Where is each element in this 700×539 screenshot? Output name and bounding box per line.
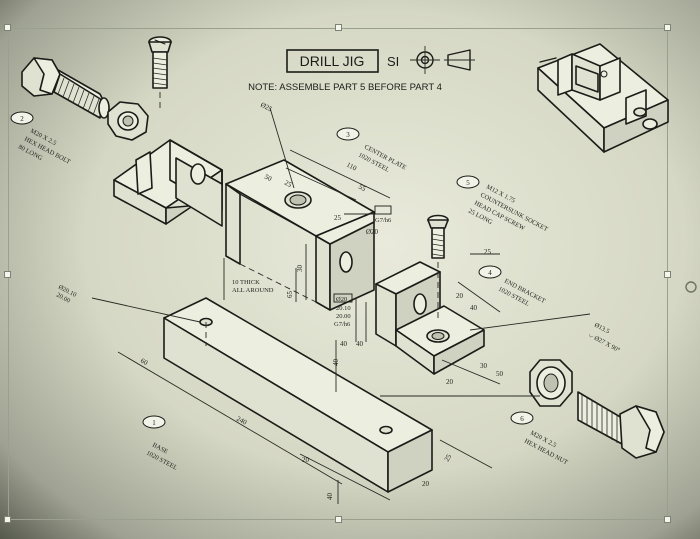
units-text: SI <box>387 54 399 69</box>
part-4-end-bracket <box>375 261 485 375</box>
svg-text:20.10: 20.10 <box>336 305 351 312</box>
part-6-hex-nut-right <box>529 359 573 407</box>
assembled-view <box>537 43 669 153</box>
balloon-part-5: 5 M12 X 1.75 COUNTERSUNK SOCKET HEAD CAP… <box>456 175 549 233</box>
balloon-part-6: 6 M20 X 2.5 HEX HEAD NUT <box>510 411 569 466</box>
svg-text:20: 20 <box>446 378 454 386</box>
svg-text:Ø20: Ø20 <box>336 296 347 303</box>
resize-handle-top-right[interactable] <box>664 24 671 31</box>
svg-text:50: 50 <box>496 370 504 378</box>
svg-text:Ø13.5: Ø13.5 <box>593 322 610 336</box>
svg-text:Ø25: Ø25 <box>259 101 274 114</box>
part-2-hex-bolt <box>21 57 110 119</box>
svg-text:65: 65 <box>286 291 294 299</box>
svg-text:40: 40 <box>326 493 334 501</box>
svg-text:6: 6 <box>520 415 524 423</box>
svg-text:1: 1 <box>152 419 156 427</box>
svg-text:4: 4 <box>488 269 492 277</box>
part-5-screw-right <box>427 214 449 318</box>
balloon-part-2: 2 M20 X 2.5 HEX HEAD BOLT 80 LONG <box>10 111 71 166</box>
resize-handle-bottom-left[interactable] <box>4 516 11 523</box>
svg-text:25: 25 <box>484 248 492 256</box>
hole-callout-note: Ø13.5 ⌵ Ø27 X 90° <box>587 322 621 355</box>
svg-text:240: 240 <box>235 415 248 427</box>
svg-text:Ø20: Ø20 <box>366 228 379 236</box>
svg-text:110: 110 <box>345 161 358 173</box>
svg-text:10 THICK: 10 THICK <box>232 279 260 286</box>
svg-text:3: 3 <box>346 131 350 139</box>
svg-text:40: 40 <box>470 304 478 312</box>
title-text: DRILL JIG <box>300 53 365 69</box>
svg-text:G7/h6: G7/h6 <box>334 321 351 328</box>
thickness-note: 10 THICK ALL AROUND <box>232 279 274 294</box>
center-plate-dimension-values: 110 55 50 25 25 65 30 40 40 <box>263 161 367 366</box>
part-5-screw-top <box>148 36 172 112</box>
svg-text:20: 20 <box>422 480 430 488</box>
part-2-hex-bolt-right <box>577 391 665 459</box>
rotate-handle-icon[interactable] <box>684 280 698 294</box>
svg-text:5: 5 <box>466 179 470 187</box>
part-3-center-plate <box>225 159 375 311</box>
dimension-lines <box>91 107 591 504</box>
svg-text:25: 25 <box>283 179 293 190</box>
svg-text:25: 25 <box>443 453 454 463</box>
svg-text:30: 30 <box>296 265 304 273</box>
resize-handle-bottom-right[interactable] <box>664 516 671 523</box>
svg-text:40: 40 <box>356 340 364 348</box>
resize-handle-middle-left[interactable] <box>4 271 11 278</box>
svg-text:2: 2 <box>20 115 24 123</box>
end-bracket-dimension-values: 25 20 40 30 50 20 40 <box>356 248 504 386</box>
tolerance-center-note: Ø20 20.10 20.00 <box>333 293 353 320</box>
svg-text:30: 30 <box>480 362 488 370</box>
resize-handle-top-center[interactable] <box>335 24 342 31</box>
assembly-note: NOTE: ASSEMBLE PART 5 BEFORE PART 4 <box>248 82 442 93</box>
svg-text:40: 40 <box>340 340 348 348</box>
svg-text:20: 20 <box>302 456 310 464</box>
balloon-part-4: 4 END BRACKET 1020 STEEL <box>478 265 546 308</box>
svg-text:55: 55 <box>357 183 367 194</box>
resize-handle-top-left[interactable] <box>4 24 11 31</box>
fit-bracket-note: G7/h6 <box>334 321 351 328</box>
svg-text:G7/h6: G7/h6 <box>375 217 392 224</box>
left-bracket-block <box>113 139 223 227</box>
part-6-hex-nut-left <box>107 101 149 141</box>
balloon-part-1: 1 BASE 1020 STEEL <box>142 415 179 472</box>
resize-handle-bottom-center[interactable] <box>335 516 342 523</box>
svg-text:ALL AROUND: ALL AROUND <box>232 287 274 294</box>
svg-text:40: 40 <box>332 359 340 367</box>
title-box <box>286 49 379 73</box>
svg-text:20.00: 20.00 <box>336 313 351 320</box>
first-angle-projection-icon <box>410 46 475 74</box>
tolerance-left-note: Ø20.10 20.00 <box>55 284 77 305</box>
svg-text:60: 60 <box>139 357 149 368</box>
svg-text:⌵ Ø27 X 90°: ⌵ Ø27 X 90° <box>587 332 621 355</box>
part-1-base <box>163 297 433 493</box>
fit-center-note: G7/h6 <box>374 205 392 224</box>
svg-text:20: 20 <box>456 292 464 300</box>
resize-handle-middle-right[interactable] <box>664 271 671 278</box>
svg-text:25: 25 <box>334 214 342 222</box>
svg-text:50: 50 <box>263 173 273 184</box>
